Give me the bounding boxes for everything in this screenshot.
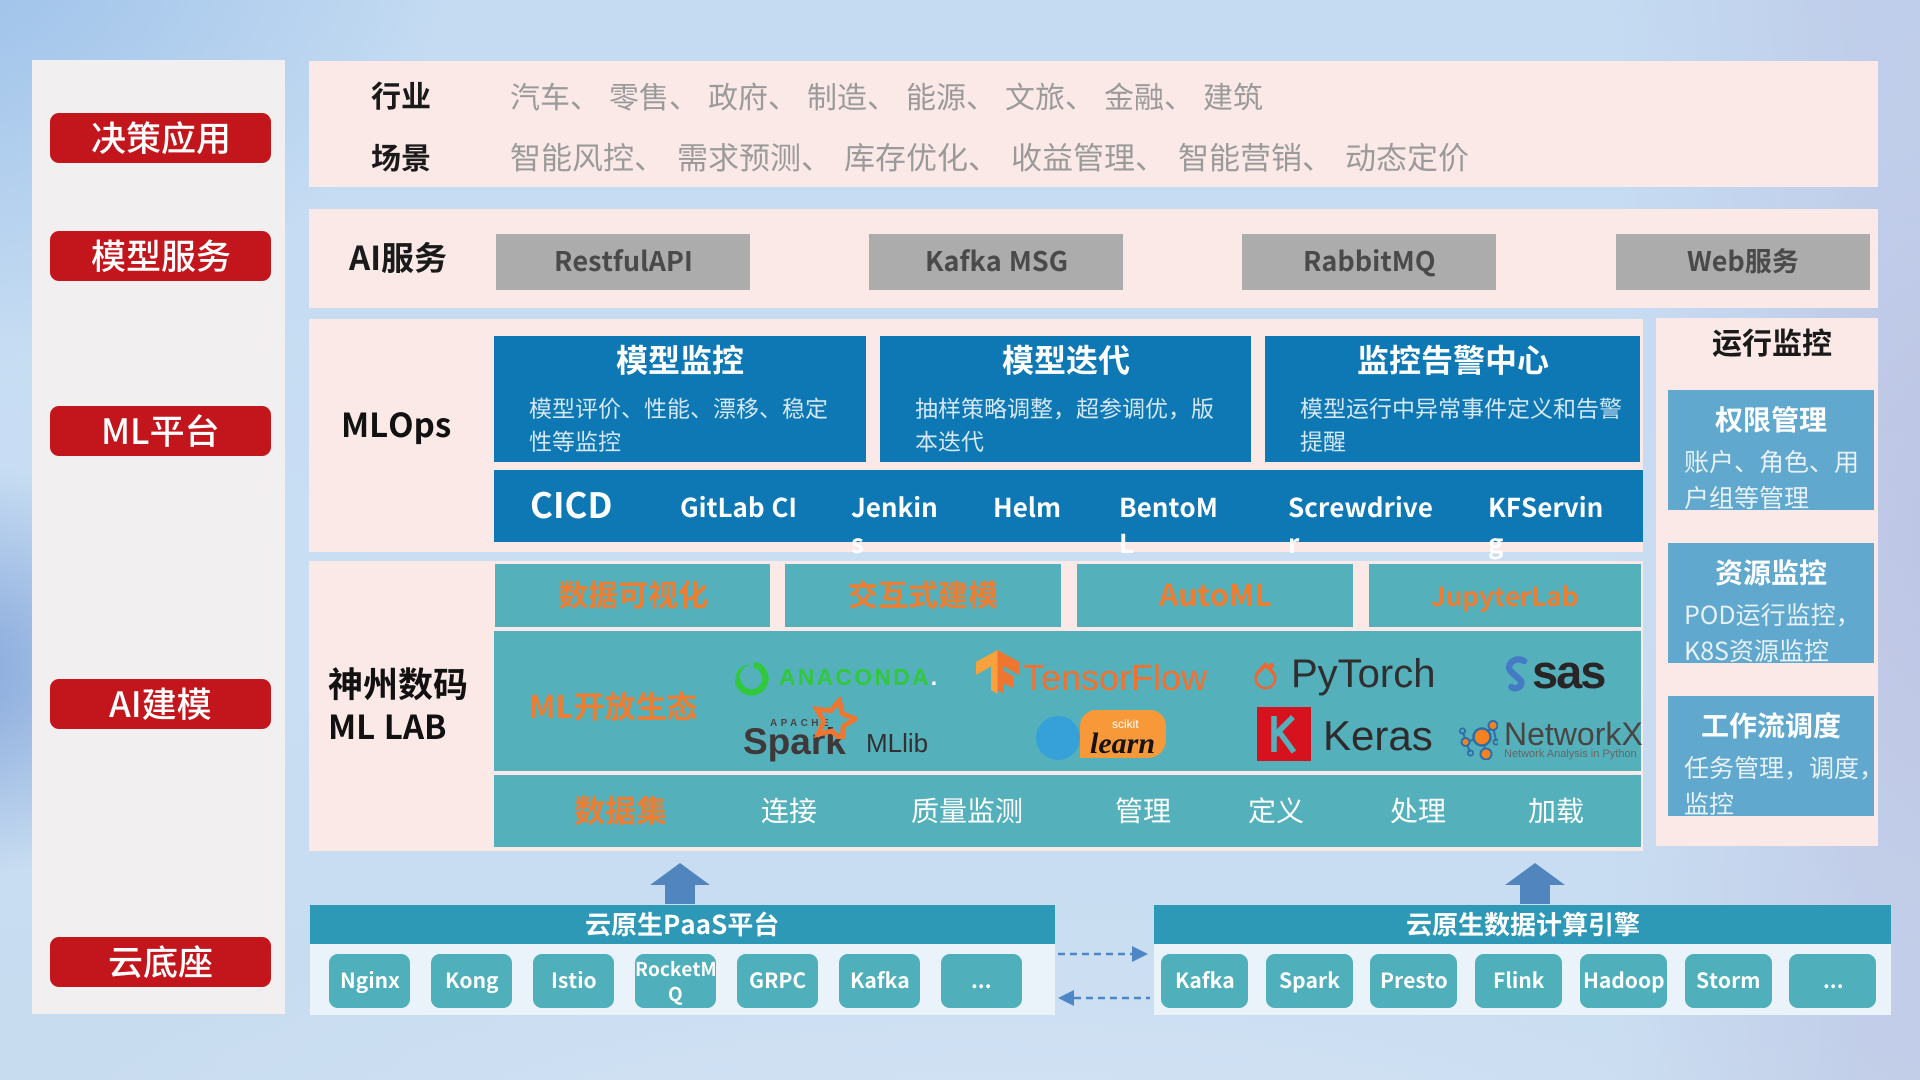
svg-text:scikit: scikit — [1112, 717, 1139, 731]
svg-text:learn: learn — [1090, 727, 1155, 760]
